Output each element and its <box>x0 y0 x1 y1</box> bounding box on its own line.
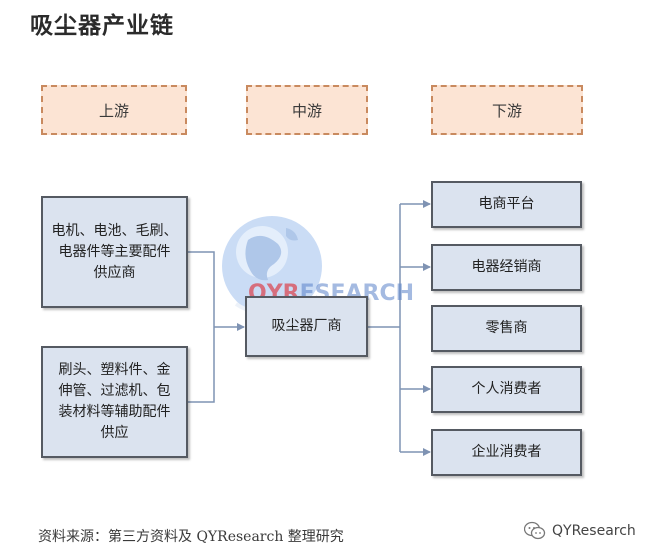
midstream-node-label: 吸尘器厂商 <box>271 318 342 334</box>
upstream-node-1-line-3: 供应商 <box>93 264 136 281</box>
downstream-node-2-label: 电器经销商 <box>471 259 542 275</box>
downstream-node-individual: 个人消费者 <box>431 366 582 413</box>
page-title: 吸尘器产业链 <box>30 13 174 39</box>
upstream-node-2-line-1: 刷头、塑料件、金 <box>58 362 171 378</box>
stage-midstream: 中游 <box>246 85 368 135</box>
stage-midstream-label: 中游 <box>291 101 322 120</box>
upstream-node-1-line-2: 电器件等主要配件 <box>58 243 171 260</box>
stage-downstream: 下游 <box>431 85 583 135</box>
connector-upstream-2 <box>188 327 215 403</box>
upstream-node-1-line-1: 电机、电池、毛刷、 <box>51 222 178 239</box>
downstream-node-retailer: 零售商 <box>431 305 582 352</box>
downstream-node-ecommerce: 电商平台 <box>431 181 582 228</box>
brand-name: QYResearch <box>552 523 636 539</box>
brand-signature: QYResearch <box>524 521 636 541</box>
source-note: 资料来源：第三方资料及 QYResearch 整理研究 <box>38 529 344 545</box>
downstream-node-1-label: 电商平台 <box>478 196 535 212</box>
midstream-node-manufacturer: 吸尘器厂商 <box>245 296 368 357</box>
upstream-node-2-line-4: 供应 <box>100 425 129 441</box>
upstream-node-2-line-3: 装材料等辅助配件 <box>58 404 171 420</box>
downstream-node-5-label: 企业消费者 <box>471 444 542 460</box>
downstream-node-3-label: 零售商 <box>485 320 528 336</box>
connector-upstream-1 <box>188 251 215 327</box>
downstream-node-enterprise: 企业消费者 <box>431 429 582 476</box>
stage-downstream-label: 下游 <box>491 101 522 120</box>
downstream-node-distributor: 电器经销商 <box>431 244 582 291</box>
stage-upstream-label: 上游 <box>98 101 129 120</box>
globe-logo-icon <box>222 216 322 316</box>
wechat-icon <box>524 521 546 540</box>
downstream-node-4-label: 个人消费者 <box>471 381 542 397</box>
upstream-node-2-line-2: 伸管、过滤机、包 <box>58 383 171 399</box>
stage-upstream: 上游 <box>41 85 187 135</box>
upstream-node-main-parts: 电机、电池、毛刷、 电器件等主要配件 供应商 <box>41 196 188 308</box>
upstream-node-aux-parts: 刷头、塑料件、金 伸管、过滤机、包 装材料等辅助配件 供应 <box>41 346 188 458</box>
